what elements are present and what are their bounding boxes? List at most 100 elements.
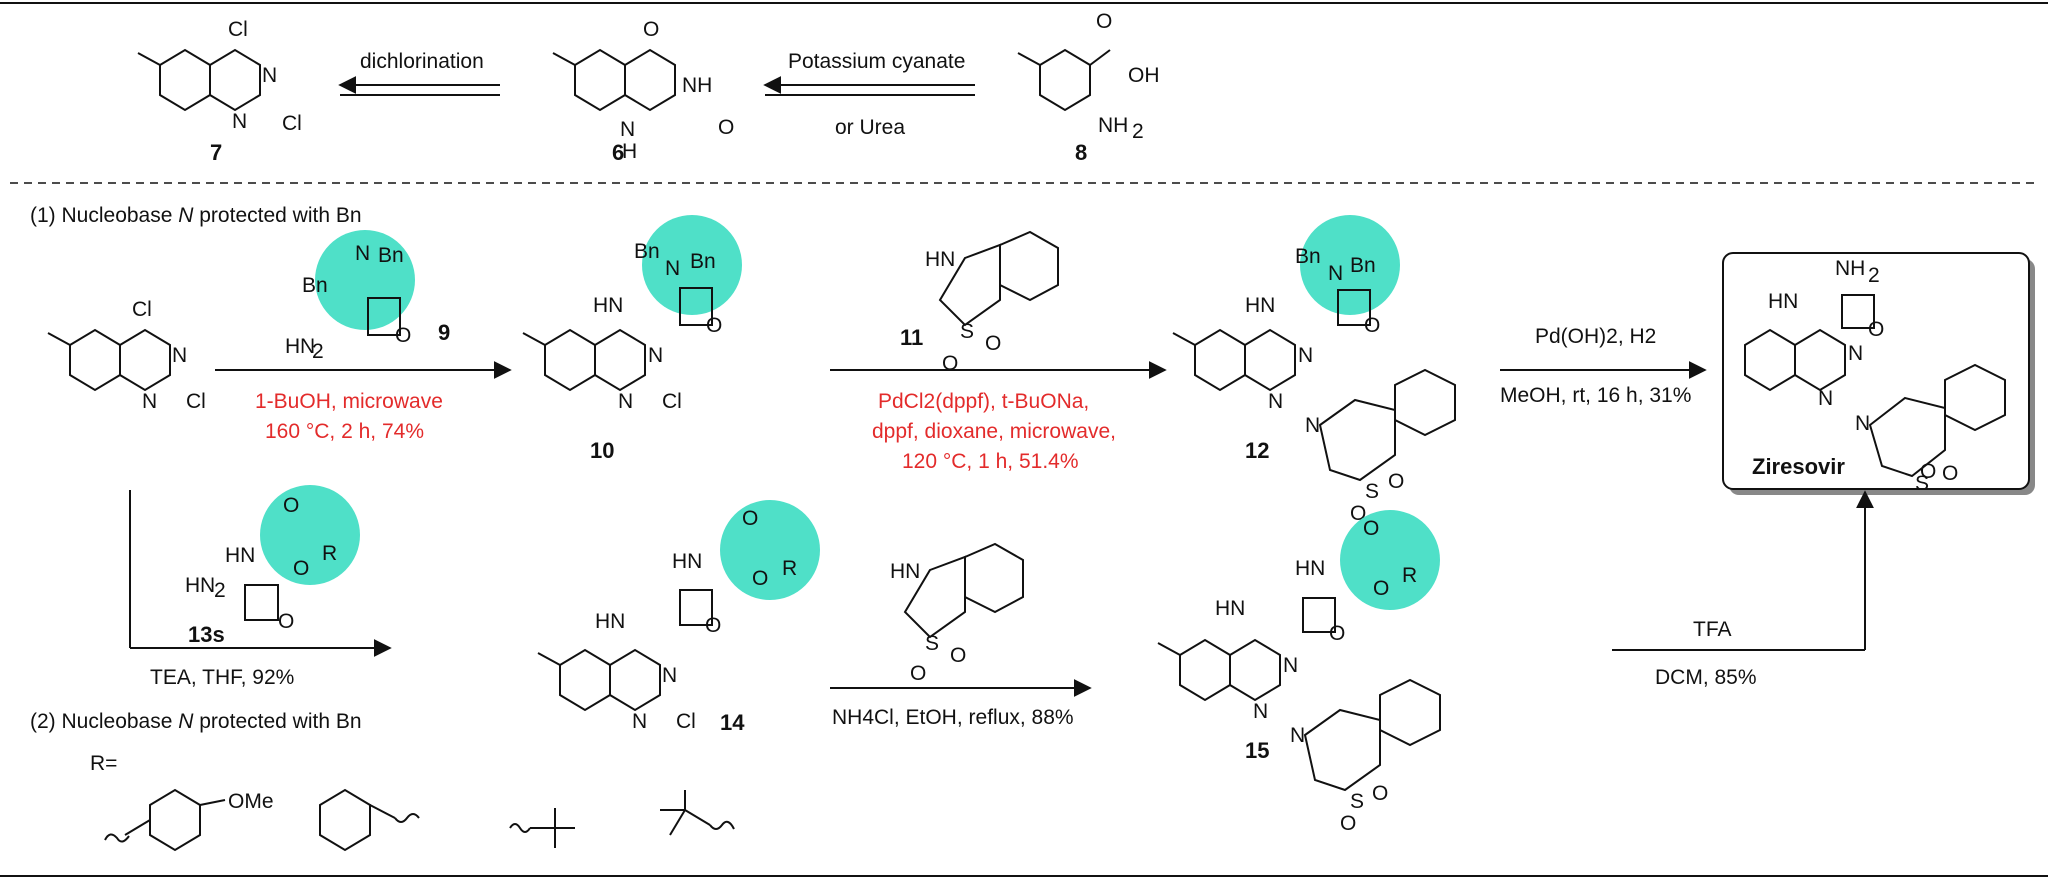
svg-text:N: N — [1298, 344, 1313, 367]
cond-9-line2: 160 °C, 2 h, 74% — [265, 420, 424, 443]
svg-text:N: N — [632, 710, 647, 733]
svg-text:O: O — [1868, 318, 1884, 341]
svg-text:N: N — [1818, 387, 1833, 410]
r-ome-text: OMe — [228, 790, 274, 813]
route2-heading: (2) Nucleobase N protected with Bn — [30, 710, 362, 733]
svg-text:HN: HN — [1768, 290, 1798, 313]
svg-text:N: N — [172, 344, 187, 367]
svg-text:Bn: Bn — [634, 240, 660, 263]
svg-text:N: N — [262, 64, 277, 87]
svg-text:O: O — [718, 116, 734, 139]
accent-ball-12 — [1300, 215, 1400, 315]
svg-text:R: R — [782, 557, 797, 580]
svg-text:HN: HN — [1295, 557, 1325, 580]
svg-text:N: N — [1855, 412, 1870, 435]
svg-text:O: O — [1096, 10, 1112, 33]
svg-text:Bn: Bn — [1295, 245, 1321, 268]
label-14: 14 — [720, 710, 745, 735]
svg-text:HN: HN — [925, 248, 955, 271]
svg-text:O: O — [1364, 314, 1380, 337]
svg-text:N: N — [648, 344, 663, 367]
svg-text:O: O — [1329, 622, 1345, 645]
svg-text:N: N — [355, 242, 370, 265]
svg-text:Cl: Cl — [132, 298, 152, 321]
svg-text:HN: HN — [890, 560, 920, 583]
svg-text:N: N — [300, 335, 315, 358]
structure-10: Bn N Bn O HN N N Cl — [522, 215, 742, 413]
svg-text:HN: HN — [593, 294, 623, 317]
label-12: 12 — [1245, 438, 1269, 463]
r-group-benzyl — [319, 788, 420, 852]
svg-text:Bn: Bn — [302, 274, 328, 297]
product-box — [1722, 252, 2030, 490]
svg-text:HN: HN — [595, 610, 625, 633]
svg-text:O: O — [278, 610, 294, 633]
svg-text:O: O — [1388, 470, 1404, 493]
svg-text:O: O — [910, 662, 926, 685]
accent-ball-10 — [642, 215, 742, 315]
structure-7: Cl N N Cl — [137, 18, 302, 135]
svg-text:O: O — [752, 567, 768, 590]
svg-text:H: H — [185, 574, 200, 597]
cond-11-line3: 120 °C, 1 h, 51.4% — [902, 450, 1079, 473]
svg-text:N: N — [1328, 262, 1343, 285]
label-13s: 13s — [188, 622, 225, 647]
svg-text:O: O — [1920, 460, 1936, 483]
svg-text:S: S — [925, 632, 939, 655]
svg-text:N: N — [1290, 724, 1305, 747]
svg-text:N: N — [142, 390, 157, 413]
svg-text:N: N — [1305, 414, 1320, 437]
svg-text:O: O — [1942, 462, 1958, 485]
accent-ball-13s — [260, 485, 360, 585]
svg-text:NH: NH — [1835, 257, 1865, 280]
cond-cyanate-bottom: or Urea — [835, 116, 905, 139]
cond-13s: TEA, THF, 92% — [150, 666, 294, 689]
cond-12-top: Pd(OH)2, H2 — [1535, 325, 1656, 348]
r-group-pmb: OMe — [104, 788, 274, 852]
svg-text:2: 2 — [1132, 120, 1144, 143]
svg-text:2: 2 — [1868, 264, 1880, 287]
svg-text:O: O — [706, 314, 722, 337]
svg-text:H: H — [285, 335, 300, 358]
svg-text:R: R — [322, 542, 337, 565]
svg-text:N: N — [1268, 390, 1283, 413]
svg-text:Cl: Cl — [228, 18, 248, 41]
svg-text:Bn: Bn — [378, 244, 404, 267]
svg-text:O: O — [985, 332, 1001, 355]
svg-text:Cl: Cl — [662, 390, 682, 413]
label-8: 8 — [1075, 140, 1087, 165]
svg-text:2: 2 — [214, 579, 226, 602]
svg-text:NH: NH — [1098, 114, 1128, 137]
structure-14: O HN O R O HN N N Cl — [537, 500, 820, 733]
svg-text:Cl: Cl — [186, 390, 206, 413]
route1-heading: (1) Nucleobase N protected with Bn — [30, 204, 362, 227]
structure-dichloroquinazoline: Cl N N Cl — [47, 298, 206, 413]
r-group-tbutyl — [509, 808, 575, 848]
svg-text:O: O — [643, 18, 659, 41]
r-group-neopentyl — [660, 790, 735, 836]
svg-text:HN: HN — [1245, 294, 1275, 317]
svg-text:Cl: Cl — [676, 710, 696, 733]
svg-text:O: O — [942, 352, 958, 375]
cond-9-line1: 1-BuOH, microwave — [255, 390, 443, 413]
svg-text:O: O — [742, 507, 758, 530]
svg-text:S: S — [1350, 790, 1364, 813]
svg-text:HN: HN — [225, 544, 255, 567]
cond-cyanate-top: Potassium cyanate — [788, 50, 965, 73]
label-11: 11 — [900, 325, 923, 350]
svg-text:N: N — [1253, 700, 1268, 723]
svg-text:Bn: Bn — [690, 250, 716, 273]
svg-text:NH: NH — [682, 74, 712, 97]
label-6: 6 — [612, 140, 624, 165]
structure-9: N Bn Bn O H N 2 — [285, 230, 415, 363]
svg-text:Cl: Cl — [282, 112, 302, 135]
accent-ball-15 — [1340, 510, 1440, 610]
cond-dichlorination: dichlorination — [360, 50, 484, 73]
svg-text:OH: OH — [1128, 64, 1160, 87]
cond-12-bottom: MeOH, rt, 16 h, 31% — [1500, 384, 1691, 407]
structure-8: O OH NH 2 — [1017, 10, 1160, 143]
svg-text:O: O — [950, 644, 966, 667]
svg-text:HN: HN — [672, 550, 702, 573]
r-label: R= — [90, 752, 117, 775]
